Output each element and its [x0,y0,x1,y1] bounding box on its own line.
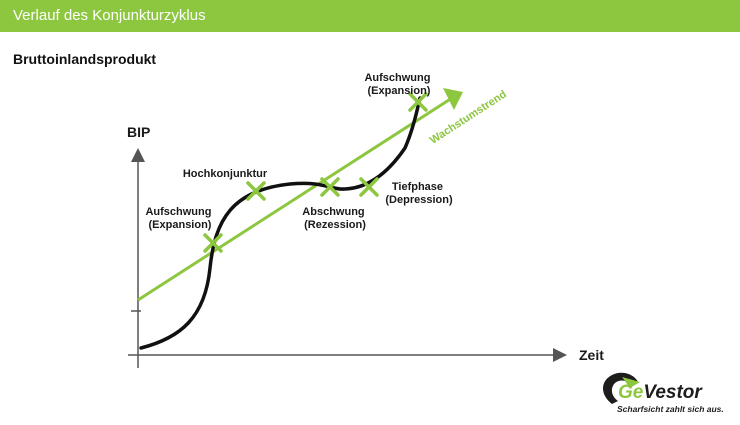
header-title: Verlauf des Konjunkturzyklus [13,7,206,24]
logo-wordmark: GeVestor [618,382,703,403]
x-axis-label: Zeit [579,347,604,363]
marker-tiefphase [359,177,379,197]
gevestor-logo: GeVestor Scharfsicht zahlt sich aus. [603,372,724,414]
marker-aufschwung-2 [408,92,428,112]
x-axis-arrow-icon [553,348,567,362]
header-bar: Verlauf des Konjunkturzyklus [0,0,740,32]
phase-label-aufschwung-2: Aufschwung (Expansion) [364,72,433,97]
diagram-subtitle: Bruttoinlandsprodukt [13,51,157,67]
phase-label-abschwung: Abschwung (Rezession) [302,206,367,231]
growth-trend-arrow-icon [443,88,463,110]
marker-hochkonjunktur [246,181,266,201]
marker-abschwung [320,177,340,197]
growth-trend-line [137,96,453,302]
phase-label-tiefphase: Tiefphase (Depression) [385,181,453,206]
y-axis-label: BIP [127,124,150,140]
growth-trend-label: Wachstumstrend [428,88,509,146]
business-cycle-curve [139,96,422,350]
phase-label-aufschwung-1: Aufschwung (Expansion) [145,206,214,231]
marker-aufschwung-1 [203,233,223,253]
phase-label-hochkonjunktur: Hochkonjunktur [183,168,268,180]
logo-tagline: Scharfsicht zahlt sich aus. [617,404,724,414]
eagle-beak-icon [622,377,640,388]
y-axis-arrow-icon [131,148,145,162]
